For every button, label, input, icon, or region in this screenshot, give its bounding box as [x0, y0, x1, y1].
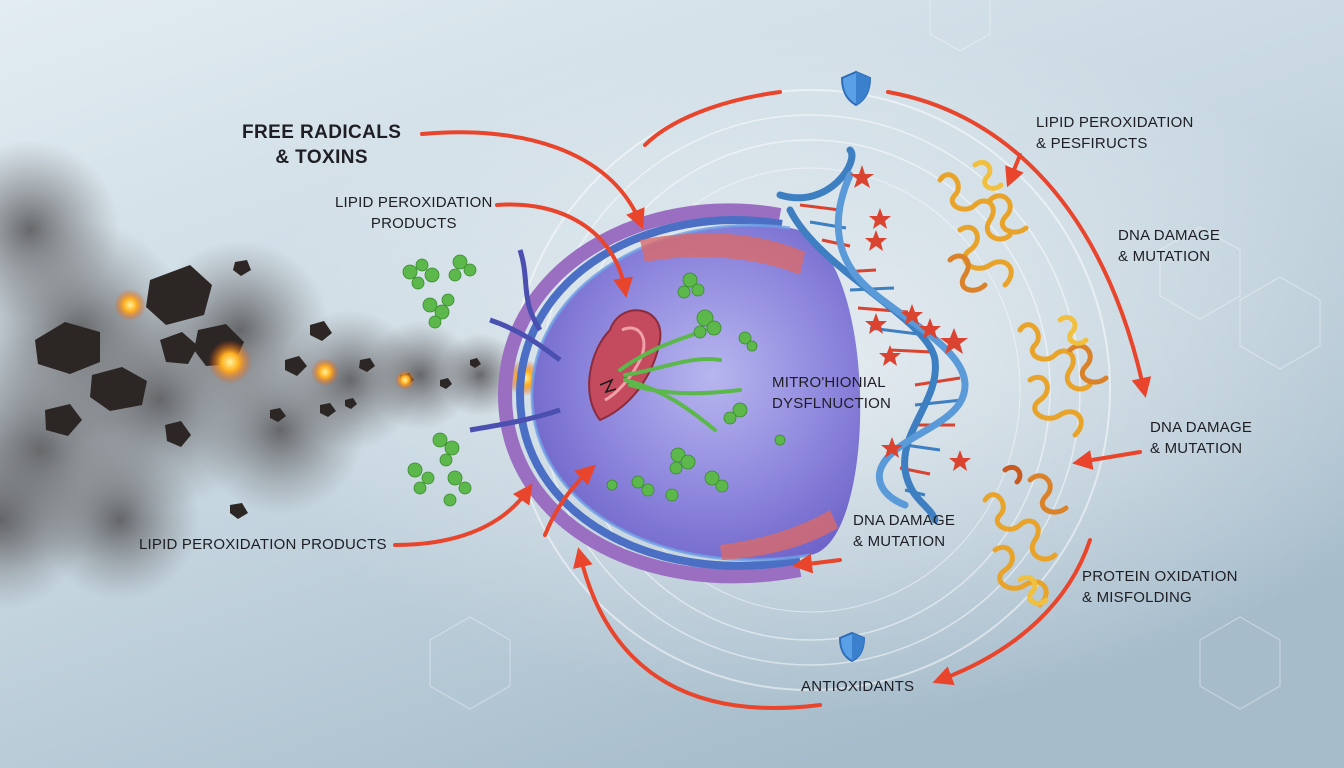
cell-membrane-outer	[497, 203, 802, 584]
arrow	[393, 483, 533, 547]
fire-spark	[208, 340, 252, 384]
blood-vessel	[469, 407, 561, 433]
debris-rocks	[35, 260, 481, 519]
debris-rock	[320, 403, 336, 417]
star-icon	[901, 304, 923, 325]
star-icon	[949, 450, 971, 471]
cell	[469, 203, 861, 584]
star-icon	[940, 328, 968, 354]
label-dna-damage-right-2: DNA DAMAGE & MUTATION	[1150, 419, 1253, 457]
arrow	[1005, 153, 1024, 188]
protein-cluster	[937, 159, 1029, 293]
hexagon-pattern	[429, 0, 1321, 710]
blood-vessel	[517, 249, 543, 332]
debris-rock	[35, 322, 100, 374]
debris-rock	[165, 421, 191, 447]
label-protein-oxidation: PROTEIN OXIDATION & MISFOLDING	[1082, 568, 1238, 606]
protein-cluster	[1017, 314, 1109, 438]
protein-clusters	[937, 159, 1109, 608]
debris-rock	[230, 503, 248, 519]
damage-stars	[850, 165, 971, 471]
membrane-tissue	[720, 510, 838, 560]
debris-rock	[160, 332, 198, 364]
arrow	[1072, 450, 1142, 470]
fire-spark	[311, 358, 339, 386]
arrow	[543, 464, 596, 537]
green-particles-inside	[606, 272, 786, 502]
blood-vessel	[489, 317, 562, 363]
shield-icon	[838, 631, 866, 663]
label-mitochondrial-dysfunction: MITRO'HIONIAL DYSFLNUCTION	[772, 374, 892, 412]
star-icon	[869, 208, 891, 229]
arrow	[420, 130, 645, 230]
label-lipid-products-top: LIPID PEROXIDATION PRODUCTS	[335, 194, 493, 232]
arrow	[573, 547, 822, 710]
label-antioxidants: ANTIOXIDANTS	[801, 678, 915, 695]
debris-rock	[470, 358, 481, 368]
arrow	[792, 553, 842, 574]
label-lipid-peroxidation-right: LIPID PEROXIDATION & PESFІRUCTS	[1036, 114, 1194, 152]
debris-rock	[310, 321, 332, 341]
debris-rock	[345, 398, 357, 409]
shield-icon	[840, 70, 872, 107]
star-icon	[865, 230, 887, 251]
star-icon	[919, 318, 941, 339]
label-free-radicals: FREE RADICALS & TOXINS	[242, 122, 402, 168]
fire-spark	[114, 289, 146, 321]
cell-membrane-mid	[515, 216, 801, 570]
debris-rock	[440, 378, 452, 389]
label-lipid-products-bottom: LIPID PEROXIDATION PRODUCTS	[139, 536, 387, 553]
debris-rock	[285, 356, 307, 376]
debris-rock	[270, 408, 286, 422]
fire-spark	[395, 370, 415, 390]
dna-strand	[776, 146, 939, 524]
membrane-tissue	[640, 233, 805, 275]
debris-rock	[45, 404, 82, 436]
debris-rock	[233, 260, 251, 276]
dna-strand	[834, 171, 969, 509]
protein-cluster	[982, 464, 1069, 608]
arrow	[886, 90, 1152, 398]
arrow	[932, 538, 1092, 686]
arrow	[643, 90, 782, 147]
debris-rock	[359, 358, 375, 372]
arrows	[393, 90, 1152, 710]
debris-rock	[90, 367, 147, 411]
debris-rock	[146, 265, 212, 325]
star-icon	[879, 345, 901, 366]
star-icon	[850, 165, 874, 188]
star-icon	[865, 313, 887, 334]
dna-helix	[776, 146, 969, 524]
label-dna-damage-right-1: DNA DAMAGE & MUTATION	[1118, 227, 1221, 265]
arrow	[495, 202, 633, 298]
star-icon	[881, 437, 903, 458]
label-dna-damage-center: DNA DAMAGE & MUTATION	[853, 512, 956, 550]
